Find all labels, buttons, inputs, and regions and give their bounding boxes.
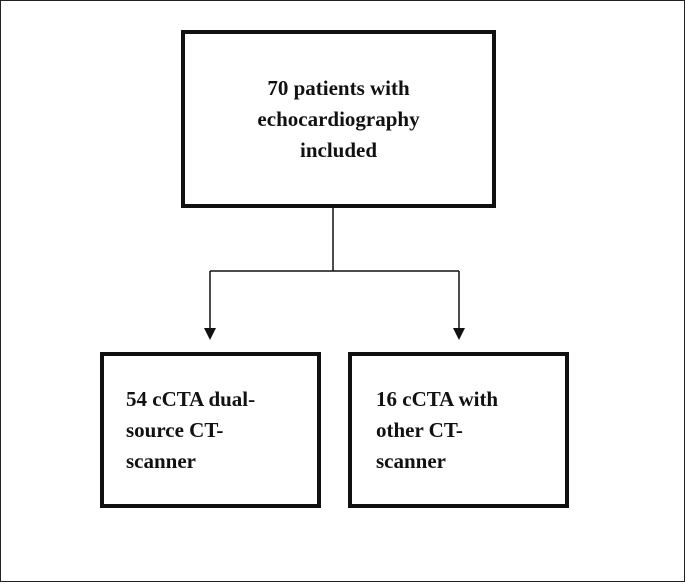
node-line: included: [299, 137, 378, 162]
node-dual-source-text: 54 cCTA dual- source CT- scanner: [126, 384, 255, 477]
node-line: echocardiography: [257, 106, 420, 131]
node-line: source CT-: [126, 417, 224, 442]
node-dual-source: 54 cCTA dual- source CT- scanner: [100, 352, 321, 508]
node-line: other CT-: [376, 417, 463, 442]
node-other-scanner: 16 cCTA with other CT- scanner: [348, 352, 569, 508]
node-patients-included: 70 patients with echocardiography includ…: [181, 30, 496, 208]
node-line: 70 patients with: [267, 75, 410, 100]
node-patients-included-text: 70 patients with echocardiography includ…: [257, 73, 419, 166]
node-line: 16 cCTA with: [376, 386, 499, 411]
node-line: scanner: [376, 448, 446, 473]
node-other-scanner-text: 16 cCTA with other CT- scanner: [376, 384, 498, 477]
node-line: 54 cCTA dual-: [126, 386, 256, 411]
node-line: scanner: [126, 448, 196, 473]
